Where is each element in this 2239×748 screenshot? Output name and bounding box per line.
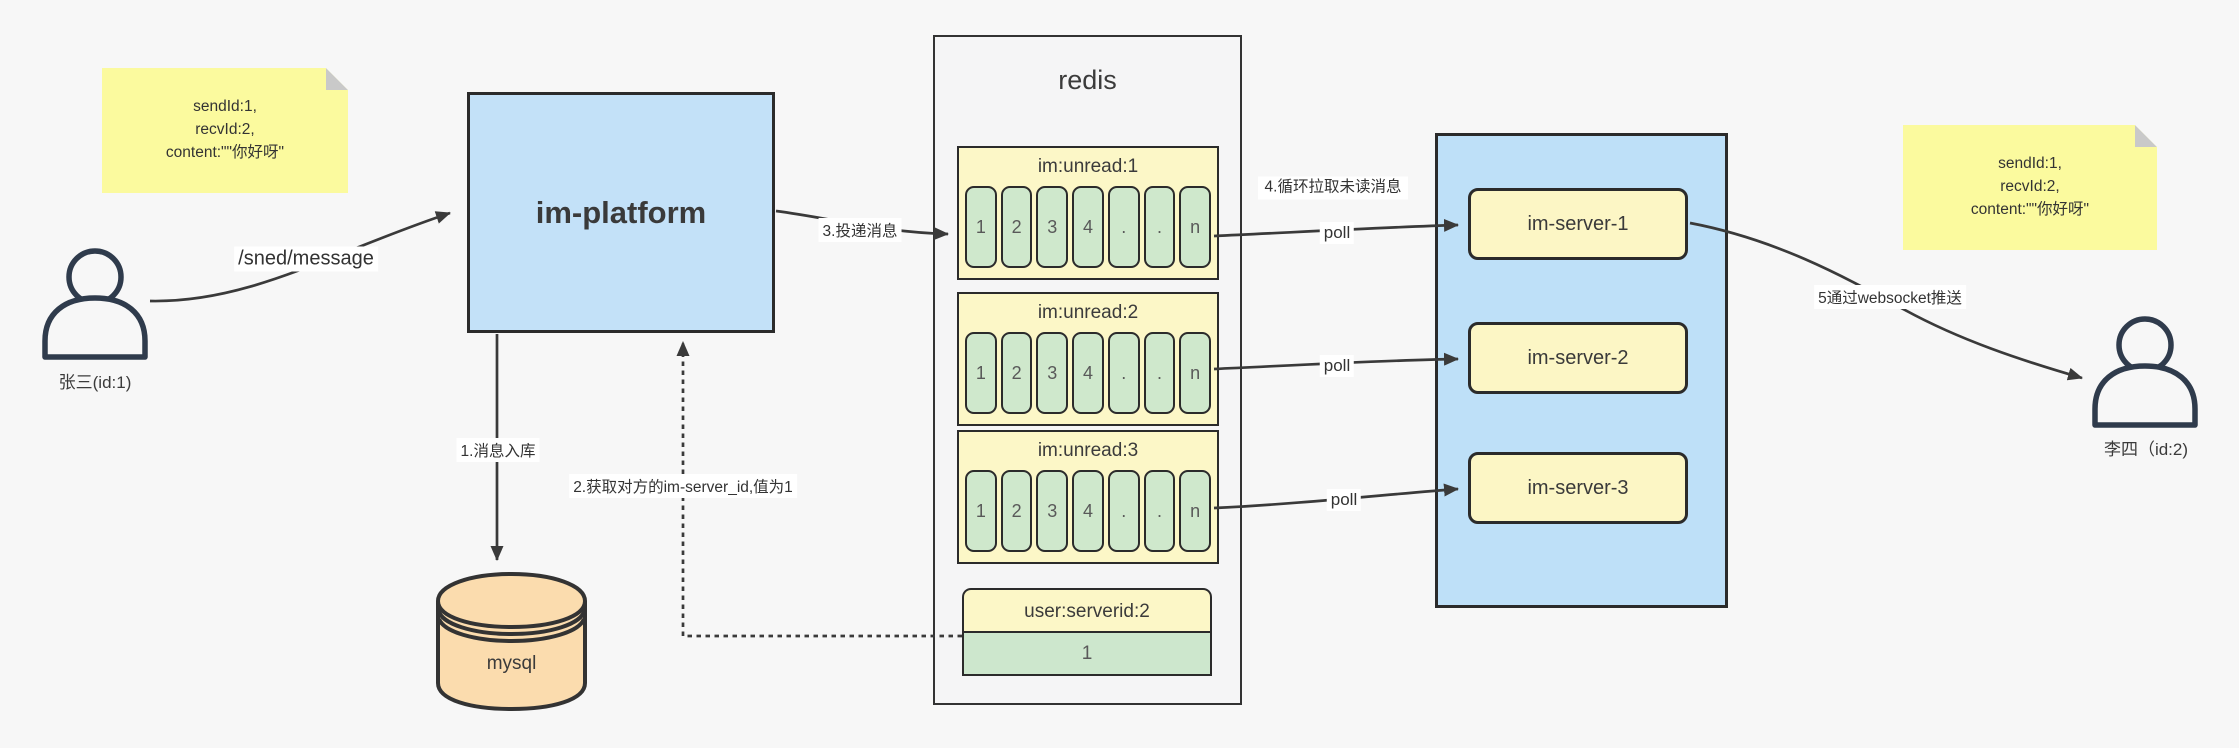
redis-container: redis im:unread:1 1 2 3 4 . . n im:unrea… [933, 35, 1242, 705]
note-line: content:""你好呀" [1970, 200, 2090, 218]
note-line: content:""你好呀" [165, 143, 285, 161]
paper-fold-icon [326, 68, 348, 90]
sticky-note-right: sendId:1, recvId:2, content:""你好呀" [1903, 125, 2157, 250]
im-platform-label: im-platform [535, 194, 707, 230]
queue-cell: 2 [1000, 332, 1033, 414]
kv-user-serverid: user:serverid:2 1 [962, 588, 1212, 676]
queue-cell: 3 [1036, 332, 1069, 414]
kv-value: 1 [962, 631, 1212, 676]
im-server-cluster: im-server-1 im-server-2 im-server-3 [1435, 133, 1728, 608]
queue-cell: n [1179, 470, 1212, 552]
queue-im-unread-1: im:unread:1 1 2 3 4 . . n [957, 146, 1219, 280]
person-icon [42, 248, 148, 360]
label-step5: 5通过websocket推送 [1814, 285, 1966, 309]
queue-cell: 4 [1072, 332, 1104, 414]
queue-cell: 2 [1000, 470, 1033, 552]
im-server-2-label: im-server-2 [1527, 346, 1629, 369]
queue-cell: 1 [965, 186, 997, 268]
queue-header: im:unread:1 [1037, 156, 1139, 177]
queue-cell: 3 [1036, 186, 1069, 268]
label-send-message: /sned/message [234, 246, 378, 272]
queue-cells: 1 2 3 4 . . n [959, 332, 1217, 414]
queue-cells: 1 2 3 4 . . n [959, 470, 1217, 552]
kv-key: user:serverid:2 [962, 588, 1212, 631]
im-platform-box: im-platform [467, 92, 775, 333]
mysql-database [435, 571, 588, 712]
im-server-1-label: im-server-1 [1527, 212, 1629, 235]
im-server-2-box: im-server-2 [1468, 322, 1688, 394]
note-line: sendId:1, [1998, 155, 2062, 173]
queue-cell: 1 [965, 470, 997, 552]
label-poll-2: poll [1319, 355, 1355, 377]
queue-cell: 4 [1072, 470, 1104, 552]
queue-cell: . [1143, 186, 1176, 268]
queue-cell: 4 [1072, 186, 1104, 268]
queue-cell: . [1143, 470, 1176, 552]
actor-receiver [2092, 316, 2198, 433]
queue-im-unread-2: im:unread:2 1 2 3 4 . . n [957, 292, 1219, 426]
queue-cell: n [1179, 332, 1212, 414]
note-line: recvId:2, [2000, 178, 2060, 196]
note-line: recvId:2, [195, 121, 255, 139]
label-poll-1: poll [1319, 222, 1355, 244]
mysql-label: mysql [486, 653, 537, 674]
label-poll-3: poll [1326, 489, 1362, 511]
label-step1: 1.消息入库 [456, 438, 540, 462]
label-step3: 3.投递消息 [818, 218, 902, 242]
im-server-3-label: im-server-3 [1527, 476, 1629, 499]
note-line: sendId:1, [193, 98, 257, 116]
queue-cell: 1 [965, 332, 997, 414]
queue-cell: 2 [1000, 186, 1033, 268]
queue-cells: 1 2 3 4 . . n [959, 186, 1217, 268]
redis-title: redis [1058, 65, 1117, 95]
queue-cell: . [1107, 470, 1140, 552]
paper-fold-icon [2135, 125, 2157, 147]
label-step4: 4.循环拉取未读消息 [1258, 176, 1408, 200]
im-server-1-box: im-server-1 [1468, 188, 1688, 260]
queue-cell: 3 [1036, 470, 1069, 552]
database-cylinder-icon [436, 571, 587, 712]
queue-header: im:unread:3 [1037, 440, 1139, 461]
queue-cell: . [1143, 332, 1176, 414]
label-step2: 2.获取对方的im-server_id,值为1 [569, 474, 797, 498]
queue-header: im:unread:2 [1037, 302, 1139, 323]
actor-sender-label: 张三(id:1) [58, 373, 132, 392]
im-server-3-box: im-server-3 [1468, 452, 1688, 524]
queue-cell: n [1179, 186, 1212, 268]
person-icon [2092, 316, 2198, 428]
queue-im-unread-3: im:unread:3 1 2 3 4 . . n [957, 430, 1219, 564]
queue-cell: . [1107, 186, 1140, 268]
actor-sender [42, 248, 148, 365]
actor-receiver-label: 李四（id:2) [2103, 440, 2189, 459]
sticky-note-left: sendId:1, recvId:2, content:""你好呀" [102, 68, 348, 193]
queue-cell: . [1107, 332, 1140, 414]
